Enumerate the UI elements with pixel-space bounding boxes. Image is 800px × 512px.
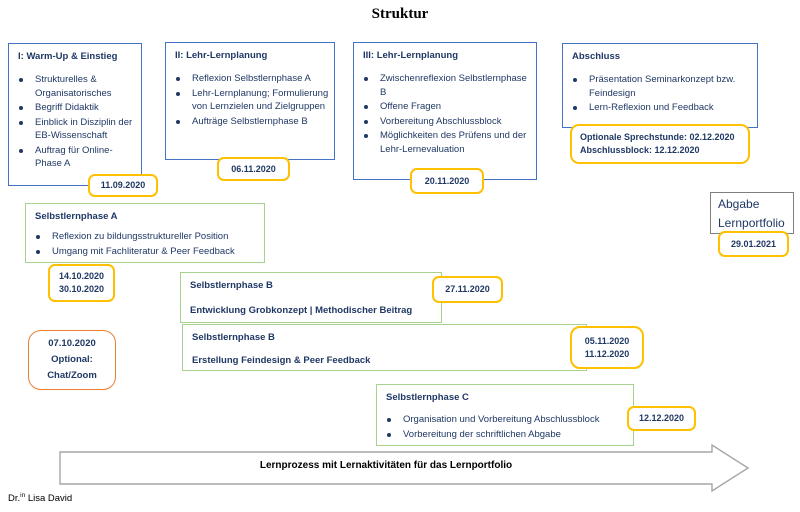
bullet-item: Strukturelles & Organisatorisches (9, 73, 141, 100)
author-name: Lisa David (25, 493, 73, 505)
date-badge-selfstudy-b2: 05.11.2020 11.12.2020 (570, 326, 644, 369)
date-badge-selfstudy-b1: 27.11.2020 (432, 276, 503, 303)
selfstudy-box-a: Selbstlernphase A Reflexion zu bildungss… (25, 203, 265, 263)
selfstudy-box-subtitle: Entwicklung Grobkonzept | Methodischer B… (190, 305, 413, 316)
bullet-item: Begriff Didaktik (9, 101, 141, 115)
date-badge-warmup: 11.09.2020 (88, 174, 158, 197)
bullet-item: Aufträge Selbstlernphase B (166, 115, 334, 129)
date-text: 05.11.2020 (584, 335, 630, 346)
bullet-item: Lehr-Lernplanung; Formulierung von Lernz… (166, 87, 334, 114)
date-text: 20.11.2020 (424, 175, 470, 186)
author-title: Dr. (8, 493, 21, 505)
date-badge-planung3: 20.11.2020 (410, 168, 484, 194)
selfstudy-box-b2: Selbstlernphase B Erstellung Feindesign … (182, 324, 587, 371)
date-text: 14.10.2020 (58, 271, 105, 281)
phase-box-planung3: III: Lehr-Lernplanung Zwischenreflexion … (353, 42, 537, 180)
submission-box: Abgabe Lernportfolio (710, 192, 794, 234)
phase-box-abschluss: Abschluss Präsentation Seminarkonzept bz… (562, 43, 758, 128)
optional-meeting-channel: Chat/Zoom (47, 370, 97, 381)
selfstudy-box-subtitle: Erstellung Feindesign & Peer Feedback (192, 355, 371, 366)
date-badge-selfstudy-c: 12.12.2020 (627, 406, 696, 431)
phase-box-title: II: Lehr-Lernplanung (175, 50, 268, 61)
optional-meeting-date: 07.10.2020 (48, 338, 96, 349)
phase-box-title: I: Warm-Up & Einstieg (18, 51, 118, 62)
date-text: Abschlussblock: 12.12.2020 (580, 145, 700, 155)
date-badge-submission: 29.01.2021 (718, 231, 789, 257)
bullet-item: Umgang mit Fachliteratur & Peer Feedback (26, 245, 264, 259)
bullet-list: Zwischenreflexion Selbstlernphase B Offe… (354, 72, 536, 156)
selfstudy-box-title: Selbstlernphase C (386, 392, 469, 403)
date-text: 11.12.2020 (584, 348, 630, 359)
timeline-arrow (59, 443, 750, 493)
date-text: 27.11.2020 (445, 284, 490, 294)
date-text: 11.09.2020 (100, 180, 146, 190)
date-badge-abschluss: Optionale Sprechstunde: 02.12.2020 Absch… (570, 124, 750, 164)
selfstudy-box-b1: Selbstlernphase B Entwicklung Grobkonzep… (180, 272, 442, 323)
phase-box-planung2: II: Lehr-Lernplanung Reflexion Selbstler… (165, 42, 335, 160)
selfstudy-box-title: Selbstlernphase B (192, 332, 275, 343)
date-badge-selfstudy-a: 14.10.2020 30.10.2020 (48, 264, 115, 302)
bullet-item: Organisation und Vorbereitung Abschlussb… (377, 413, 633, 427)
bullet-item: Präsentation Seminarkonzept bzw. Feindes… (563, 73, 757, 100)
date-text: 06.11.2020 (231, 163, 276, 174)
bullet-list: Präsentation Seminarkonzept bzw. Feindes… (563, 73, 757, 115)
bullet-item: Vorbereitung Abschlussblock (354, 115, 536, 129)
author-title-suffix: in (20, 492, 26, 499)
bullet-list: Organisation und Vorbereitung Abschlussb… (377, 413, 633, 441)
bullet-item: Auftrag für Online-Phase A (9, 144, 141, 171)
bullet-item: Reflexion Selbstlernphase A (166, 72, 334, 86)
optional-meeting-label: Optional: (51, 354, 93, 365)
bullet-item: Vorbereitung der schriftlichen Abgabe (377, 428, 633, 442)
date-text: Optionale Sprechstunde: 02.12.2020 (580, 132, 735, 142)
date-text: 29.01.2021 (730, 238, 777, 249)
bullet-list: Reflexion zu bildungsstruktureller Posit… (26, 230, 264, 258)
date-text: 12.12.2020 (638, 413, 685, 423)
timeline-arrow-label: Lernprozess mit Lernaktivitäten für das … (259, 460, 513, 471)
date-text: 30.10.2020 (58, 284, 105, 294)
phase-box-title: III: Lehr-Lernplanung (363, 50, 458, 61)
bullet-list: Reflexion Selbstlernphase A Lehr-Lernpla… (166, 72, 334, 128)
selfstudy-box-c: Selbstlernphase C Organisation und Vorbe… (376, 384, 634, 446)
bullet-item: Einblick in Disziplin der EB-Wissenschaf… (9, 116, 141, 143)
bullet-item: Möglichkeiten des Prüfens und der Lehr-L… (354, 129, 536, 156)
selfstudy-box-title: Selbstlernphase A (35, 211, 118, 222)
selfstudy-box-title: Selbstlernphase B (190, 280, 273, 291)
phase-box-warmup: I: Warm-Up & Einstieg Strukturelles & Or… (8, 43, 142, 186)
author-credit: Dr.in Lisa David (8, 492, 72, 504)
phase-box-title: Abschluss (572, 51, 621, 62)
date-badge-planung2: 06.11.2020 (217, 157, 290, 181)
bullet-item: Lern-Reflexion und Feedback (563, 101, 757, 115)
slide-title: Struktur (371, 6, 429, 22)
timeline-arrow-shape (59, 443, 750, 493)
bullet-list: Strukturelles & Organisatorisches Begrif… (9, 73, 141, 171)
bullet-item: Offene Fragen (354, 100, 536, 114)
bullet-item: Reflexion zu bildungsstruktureller Posit… (26, 230, 264, 244)
bullet-item: Zwischenreflexion Selbstlernphase B (354, 72, 536, 99)
submission-title: Abgabe Lernportfolio (718, 197, 785, 230)
optional-meeting-box: 07.10.2020 Optional: Chat/Zoom (28, 330, 116, 390)
